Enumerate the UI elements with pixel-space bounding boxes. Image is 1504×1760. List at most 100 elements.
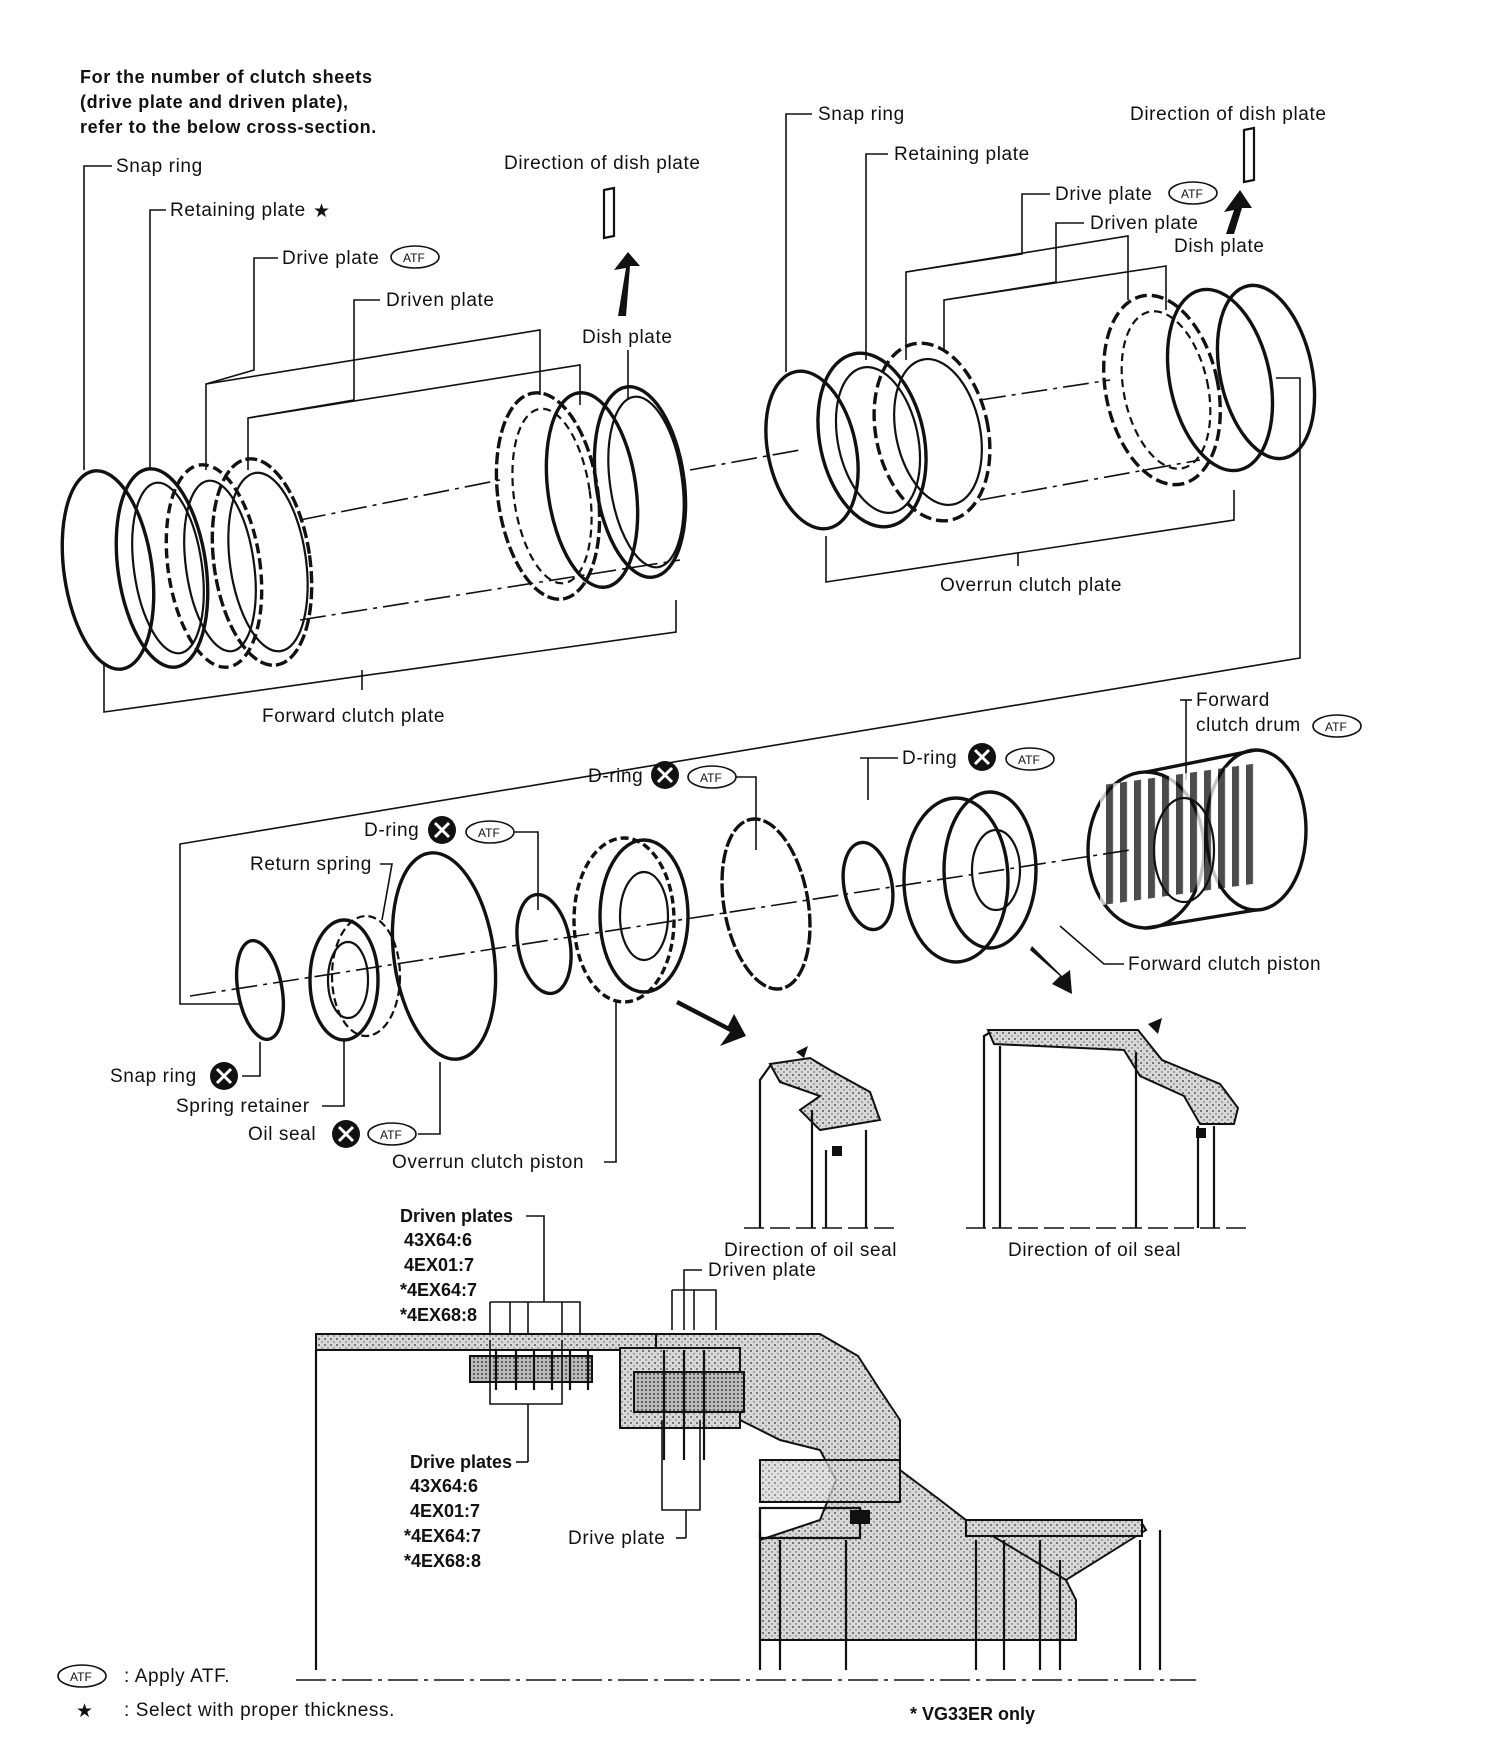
driven-plates-item: *4EX68:8 (400, 1305, 477, 1325)
forward-clutch-drum-label-2: clutch drum (1196, 715, 1301, 736)
driven-plates-title: Driven plates (400, 1206, 513, 1226)
drive-plates-title: Drive plates (410, 1452, 512, 1472)
atf-badge: ATF (1312, 714, 1362, 738)
atf-badge: ATF (367, 1122, 417, 1146)
driven-plate-label: Driven plate (708, 1260, 817, 1281)
return-spring-label: Return spring (250, 854, 372, 875)
not-reusable-icon (968, 743, 996, 771)
svg-text:ATF: ATF (478, 826, 500, 840)
atf-badge: ATF (57, 1664, 107, 1688)
oil-seal-detail-right: Direction of oil seal (966, 1018, 1250, 1261)
d-ring-label-3: D-ring (902, 748, 957, 769)
drive-plates-item: *4EX64:7 (404, 1526, 481, 1546)
ovr-snap-ring (764, 369, 860, 531)
legend-star-text: : Select with proper thickness. (124, 1700, 395, 1721)
ovr-drive-plate-label: Drive plate (1055, 184, 1152, 205)
spring-retainer (308, 914, 402, 1042)
not-reusable-icon (651, 761, 679, 789)
svg-text:ATF: ATF (1325, 720, 1347, 734)
overrun-clutch-plate-label: Overrun clutch plate (940, 575, 1122, 596)
dish-plate-direction-icon (1242, 126, 1256, 184)
fwd-snap-ring-label: Snap ring (116, 156, 203, 177)
spring-retainer-label: Spring retainer (176, 1096, 310, 1117)
up-arrow-icon (1224, 190, 1252, 234)
svg-text:ATF: ATF (70, 1670, 92, 1684)
vg33er-footnote: * VG33ER only (910, 1704, 1035, 1724)
star-icon: ★ (313, 201, 331, 222)
not-reusable-icon (210, 1062, 238, 1090)
drive-plates-item: 4EX01:7 (410, 1501, 480, 1521)
fwd-retaining-plate (114, 467, 210, 669)
forward-clutch-piston (902, 790, 1038, 964)
forward-clutch-drum-label-1: Forward (1196, 690, 1270, 711)
oil-seal-label: Oil seal (248, 1124, 316, 1145)
mid-snap-ring-label: Snap ring (110, 1066, 197, 1087)
driven-plates-item: *4EX64:7 (400, 1280, 477, 1300)
ovr-retaining-plate (816, 351, 928, 529)
middle-assembly: Forward clutch drum ATF D-ring ATF D-rin… (110, 690, 1362, 1173)
overrun-clutch-group: Snap ring Retaining plate Drive plate AT… (179, 104, 1327, 1005)
forward-clutch-piston-label: Forward clutch piston (1128, 954, 1321, 975)
fwd-direction-of-dish-plate-label: Direction of dish plate (504, 153, 701, 174)
d-ring-label-1: D-ring (364, 820, 419, 841)
cross-section: Driven plates 43X64:6 4EX01:7 *4EX64:7 *… (296, 1206, 1196, 1681)
fwd-driven-plate-label: Driven plate (386, 290, 495, 311)
overrun-clutch-piston-label: Overrun clutch piston (392, 1152, 584, 1173)
mid-d-ring-3 (841, 840, 895, 932)
forward-clutch-plate-label: Forward clutch plate (262, 706, 445, 727)
mid-d-ring-1 (515, 892, 573, 996)
legend: ATF : Apply ATF. ★ : Select with proper … (57, 1664, 1035, 1724)
not-reusable-icon (332, 1120, 360, 1148)
atf-badge: ATF (1168, 181, 1218, 205)
driven-plates-item: 4EX01:7 (404, 1255, 474, 1275)
forward-clutch-drum (1086, 748, 1308, 930)
fwd-driven-plate (210, 457, 314, 667)
header-note-line-1: For the number of clutch sheets (80, 67, 373, 87)
legend-atf-text: : Apply ATF. (124, 1666, 230, 1687)
fwd-drive-plate-label: Drive plate (282, 248, 379, 269)
down-arrow-icon (676, 1000, 746, 1046)
down-arrow-icon (1030, 946, 1072, 994)
drive-plates-item: 43X64:6 (410, 1476, 478, 1496)
fwd-dish-plate (592, 385, 688, 579)
atf-badge: ATF (1005, 747, 1055, 771)
drive-plate-label: Drive plate (568, 1528, 665, 1549)
mid-d-ring-2 (720, 817, 812, 991)
overrun-clutch-piston (572, 836, 690, 1004)
fwd-snap-ring (60, 469, 156, 671)
svg-text:ATF: ATF (1018, 753, 1040, 767)
ovr-driven-plate-label: Driven plate (1090, 213, 1199, 234)
ovr-dish-plate-label: Dish plate (1174, 236, 1265, 257)
svg-text:ATF: ATF (403, 251, 425, 265)
d-ring-label-2: D-ring (588, 766, 643, 787)
forward-clutch-group: Snap ring Retaining plate ★ Drive plate … (60, 153, 701, 727)
header-note-line-3: refer to the below cross-section. (80, 117, 377, 137)
up-arrow-icon (614, 252, 640, 316)
svg-text:ATF: ATF (380, 1128, 402, 1142)
fwd-drive-plate (164, 463, 264, 669)
atf-badge: ATF (465, 820, 515, 844)
fwd-retaining-plate-label: Retaining plate (170, 200, 306, 221)
dish-plate-direction-icon (602, 186, 616, 240)
atf-badge: ATF (687, 765, 737, 789)
direction-of-oil-seal-label-2: Direction of oil seal (1008, 1240, 1181, 1261)
ovr-retaining-plate-label: Retaining plate (894, 144, 1030, 165)
mid-snap-ring (234, 938, 286, 1042)
direction-of-oil-seal-label-1: Direction of oil seal (724, 1240, 897, 1261)
header-note-line-2: (drive plate and driven plate), (80, 92, 349, 112)
drive-plates-item: *4EX68:8 (404, 1551, 481, 1571)
not-reusable-icon (428, 816, 456, 844)
star-icon: ★ (76, 1701, 94, 1722)
atf-badge: ATF (390, 245, 440, 269)
ovr-direction-of-dish-plate-label: Direction of dish plate (1130, 104, 1327, 125)
oil-seal-detail-left: Direction of oil seal (724, 1046, 900, 1261)
ovr-driven-plate (1102, 293, 1222, 487)
driven-plates-item: 43X64:6 (404, 1230, 472, 1250)
svg-text:ATF: ATF (1181, 187, 1203, 201)
ovr-dish-plate (1215, 283, 1317, 461)
svg-text:ATF: ATF (700, 771, 722, 785)
ovr-drive-plate (872, 341, 992, 523)
fwd-dish-plate-label: Dish plate (582, 327, 673, 348)
ovr-snap-ring-label: Snap ring (818, 104, 905, 125)
